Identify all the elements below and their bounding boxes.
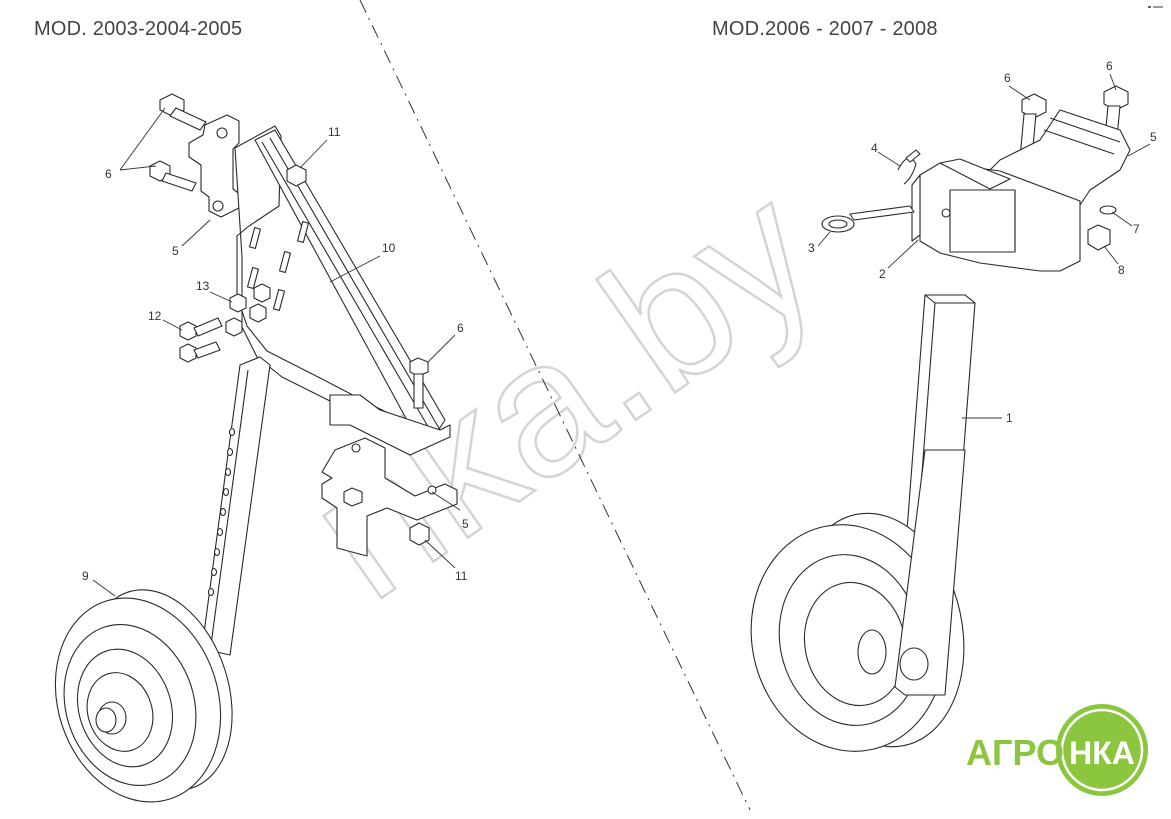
leaders-right [817,73,1151,419]
bracket-edge [1043,117,1121,155]
bracket-hole [351,443,361,453]
agronka-logo: АГРО НКА [966,704,1148,796]
callout-left-12: 12 [148,309,162,323]
nut-8 [1087,224,1111,251]
callout-right-6b: 6 [1106,59,1113,73]
nut-lower-left [343,487,363,507]
frame-arm-10 [254,129,446,436]
callout-left-11: 11 [328,125,341,139]
callout-left-9: 9 [82,569,89,583]
nut-11-upper [286,164,307,187]
mounting-plate [234,125,393,428]
pin-3 [821,205,915,233]
divider-dashed-line [359,0,751,811]
wheel-9 [54,589,233,803]
plate-slots [246,221,310,311]
frame-arm-edge [269,137,441,431]
bracket-5-upper [188,114,242,218]
left-assembly: 6 5 11 10 13 12 6 5 11 9 [54,93,469,803]
frame-foot [329,394,451,456]
bracket-5-lower [321,437,458,557]
bracket-hole [427,485,437,495]
callout-right-4: 4 [871,141,878,155]
watermark: nka.by [271,143,854,640]
tube-top [924,294,976,304]
callout-right-8: 8 [1118,263,1125,277]
bolt-6-upper [159,93,207,131]
left-model-title: MOD. 2003-2004-2005 [34,18,243,40]
frame-arm-edge [261,141,431,431]
tube-1-front [894,449,966,696]
right-assembly: 6 6 5 4 3 2 7 8 1 [750,59,1157,752]
bracket-hole [212,200,224,212]
corner-mark [1148,6,1163,8]
callout-left-10: 10 [382,241,396,255]
callout-right-6a: 6 [1004,71,1011,85]
leg-holes [207,427,236,597]
linch-pin-4 [897,149,921,185]
bolt-6-mid [409,357,429,409]
callout-left-11b: 11 [455,569,468,583]
callout-right-1: 1 [1006,411,1013,425]
axle-cap [899,647,929,681]
housing-side [911,174,921,242]
callout-right-3: 3 [808,241,815,255]
logo-ring [1060,708,1144,792]
callout-right-5: 5 [1150,130,1157,144]
callout-left-6: 6 [105,167,112,181]
bolts-12 [179,317,223,363]
bracket-hole [216,127,228,139]
logo-right-text: НКА [1069,735,1135,771]
callout-right-2: 2 [879,267,886,281]
callout-left-5b: 5 [462,517,469,531]
callout-left-5: 5 [172,244,179,258]
leaders-left [92,107,461,597]
watermark-text: nka.by [273,144,853,639]
leg-edge [209,369,249,653]
callout-left-13: 13 [196,279,210,293]
stand-leg [203,356,271,656]
housing-bolt-hole [941,208,951,218]
nut-11-lower [409,522,430,546]
callout-right-7: 7 [1133,222,1140,236]
logo-left-text: АГРО [966,732,1064,773]
callout-left-6b: 6 [457,321,464,335]
housing-face [949,189,1016,253]
right-model-title: MOD.2006 - 2007 - 2008 [712,18,938,40]
bolt-6-lower [149,160,197,192]
nuts-13 [225,283,271,337]
logo-circle [1056,704,1148,796]
housing-top [939,158,1011,190]
